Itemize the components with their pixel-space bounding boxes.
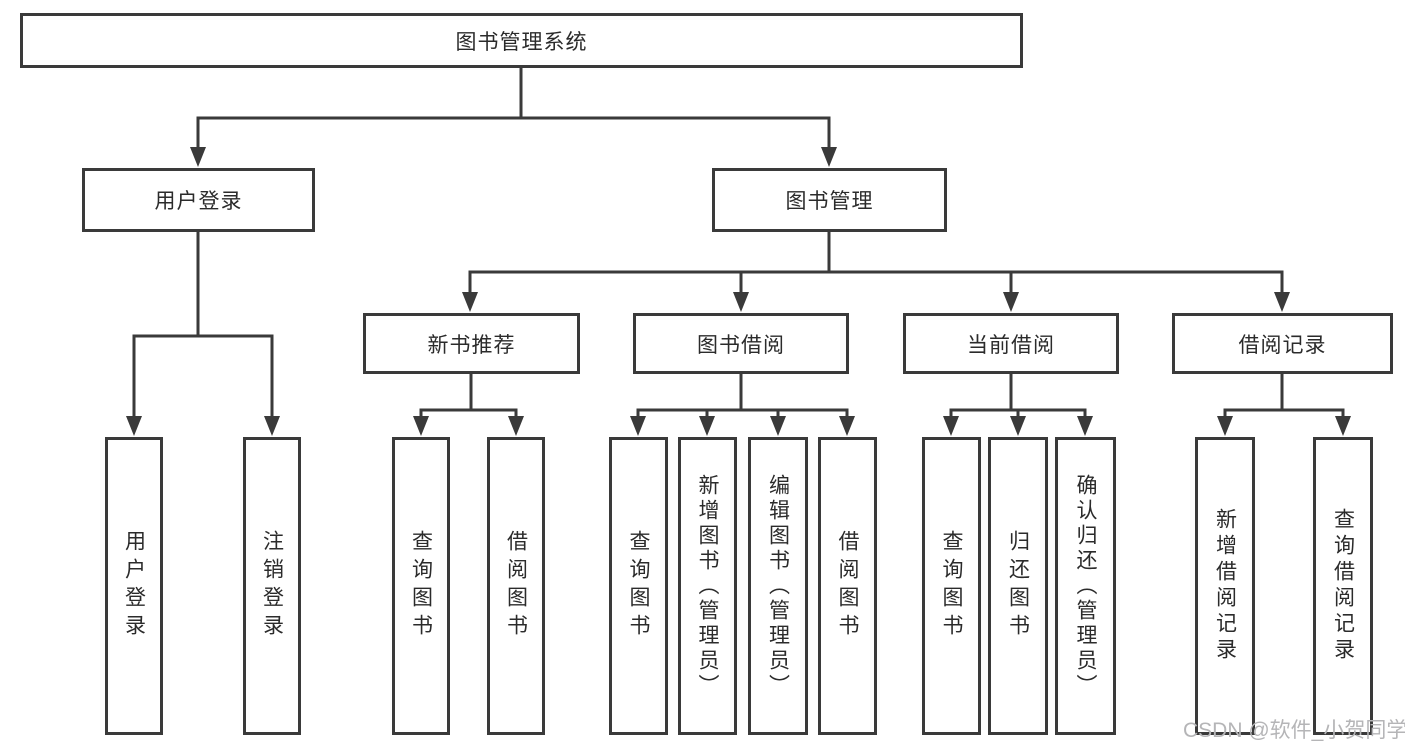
leaf-logout: 注销登录 xyxy=(243,437,301,735)
leaf-query-borrow-record: 查询借阅记录 xyxy=(1313,437,1373,735)
leaf-return-book: 归还图书 xyxy=(988,437,1048,735)
leaf-recommend-borrow-book: 借阅图书 xyxy=(487,437,545,735)
node-user-login-label: 用户登录 xyxy=(154,190,243,213)
node-new-book-recommend: 新书推荐 xyxy=(363,313,580,374)
node-root-label: 图书管理系统 xyxy=(455,30,588,54)
leaf-borrow-query-book: 查询图书 xyxy=(609,437,668,735)
leaf-edit-book-admin-label: 编辑图书（管理员） xyxy=(766,473,790,699)
leaf-recommend-borrow-book-label: 借阅图书 xyxy=(504,530,528,642)
node-current-borrow: 当前借阅 xyxy=(903,313,1119,374)
node-book-borrow-label: 图书借阅 xyxy=(697,333,785,357)
leaf-recommend-query-book-label: 查询图书 xyxy=(409,530,433,642)
leaf-logout-label: 注销登录 xyxy=(260,530,284,642)
leaf-user-login: 用户登录 xyxy=(105,437,163,735)
leaf-borrow-book: 借阅图书 xyxy=(818,437,877,735)
leaf-borrow-book-label: 借阅图书 xyxy=(836,530,859,642)
node-book-borrow: 图书借阅 xyxy=(633,313,849,374)
node-root: 图书管理系统 xyxy=(20,13,1023,68)
node-borrow-records-label: 借阅记录 xyxy=(1238,333,1327,357)
leaf-query-borrow-record-label: 查询借阅记录 xyxy=(1331,508,1355,664)
leaf-add-borrow-record: 新增借阅记录 xyxy=(1195,437,1255,735)
csdn-watermark: CSDN @软件_小贺同学 xyxy=(1183,719,1405,742)
node-new-book-recommend-label: 新书推荐 xyxy=(427,333,516,357)
node-current-borrow-label: 当前借阅 xyxy=(967,333,1055,357)
node-borrow-records: 借阅记录 xyxy=(1172,313,1393,374)
leaf-user-login-label: 用户登录 xyxy=(122,530,146,642)
leaf-recommend-query-book: 查询图书 xyxy=(392,437,450,735)
node-book-management-label: 图书管理 xyxy=(785,190,874,213)
leaf-current-query-book-label: 查询图书 xyxy=(940,530,963,642)
node-book-management: 图书管理 xyxy=(712,168,947,232)
leaf-borrow-query-book-label: 查询图书 xyxy=(627,530,650,642)
leaf-add-book-admin: 新增图书（管理员） xyxy=(678,437,737,735)
leaf-edit-book-admin: 编辑图书（管理员） xyxy=(748,437,808,735)
leaf-current-query-book: 查询图书 xyxy=(922,437,981,735)
leaf-return-book-label: 归还图书 xyxy=(1006,530,1030,642)
leaf-confirm-return-admin: 确认归还（管理员） xyxy=(1055,437,1116,735)
leaf-add-book-admin-label: 新增图书（管理员） xyxy=(696,473,719,699)
leaf-add-borrow-record-label: 新增借阅记录 xyxy=(1213,508,1237,664)
leaf-confirm-return-admin-label: 确认归还（管理员） xyxy=(1074,473,1097,699)
node-user-login: 用户登录 xyxy=(82,168,315,232)
